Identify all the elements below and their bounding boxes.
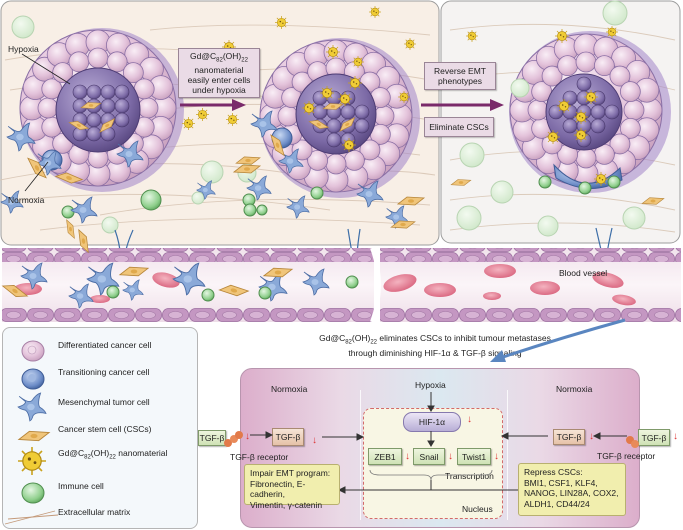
legend-label-immune: Immune cell <box>58 481 104 491</box>
normoxia-label: Normoxia <box>8 195 45 205</box>
zeb1-down-arrow: ↓ <box>405 451 410 462</box>
legend-label-csc: Cancer stem cell (CSCs) <box>58 424 152 434</box>
transitioning-cancer-cell-icon <box>21 368 45 390</box>
immune-cell-icon <box>21 482 45 504</box>
emt-line-3: Vimentin, γ-catenin <box>250 499 323 510</box>
csc-line-3: NANOG, LIN28A, COX2, <box>524 488 619 498</box>
hif-down-arrow: ↓ <box>467 414 472 425</box>
tgf-receptor-left-label: TGF-β receptor <box>230 452 289 462</box>
legend-label-differentiated: Differentiated cancer cell <box>58 340 152 350</box>
extracellular-matrix-icon <box>4 510 59 525</box>
tumor-spheroid-with-nanomaterial <box>250 38 420 198</box>
summary-line-2: through diminishing HIF-1α & TGF-β signa… <box>348 347 522 358</box>
tgf-receptor-left-down-arrow: ↓ <box>245 431 250 442</box>
tgf-outer-right-down-arrow: ↓ <box>673 431 678 442</box>
step-box-line-1: Gd@C82(OH)22 <box>190 50 248 64</box>
hypoxia-mech-label: Hypoxia <box>415 380 446 390</box>
impair-emt-box: Impair EMT program: Fibronectin, E-cadhe… <box>244 464 340 510</box>
reverse-emt-line-1: Reverse EMT <box>434 66 486 76</box>
csc-line-1: Repress CSCs: <box>524 467 583 477</box>
hypoxic-cell <box>604 104 620 120</box>
tgf-beta-inner-right: TGF-β <box>553 429 585 445</box>
differentiated-cancer-cell-icon <box>21 340 45 362</box>
transcription-label: Transcription <box>445 471 494 481</box>
tumor-cell <box>609 133 631 155</box>
illustration-canvas <box>0 0 681 323</box>
tumor-cell <box>106 51 128 73</box>
snail-down-arrow: ↓ <box>448 451 453 462</box>
step-box-line-2: nanomaterial <box>194 65 244 76</box>
tumor-cell <box>359 139 381 161</box>
legend-label-ecm: Extracellular matrix <box>58 507 131 517</box>
normoxia-pointer <box>24 161 49 192</box>
zeb1-box: ZEB1 <box>368 448 402 465</box>
tumor-cell <box>122 62 144 84</box>
csc-line-4: ALDH1, CD44/24 <box>524 498 590 509</box>
tgf-beta-outer-left: TGF-β <box>198 430 226 446</box>
twist1-box: Twist1 <box>457 448 491 465</box>
tgf-receptor-right-label: TGF-β receptor <box>597 451 656 461</box>
tgf-inner-left-down-arrow: ↓ <box>312 435 317 446</box>
tumor-spheroid-untreated <box>6 28 184 192</box>
tumor-spheroid-treated <box>509 29 671 195</box>
legend-label-transitioning: Transitioning cancer cell <box>58 367 150 377</box>
hypoxia-label: Hypoxia <box>8 44 39 54</box>
step-nanomaterial-entry-box: Gd@C82(OH)22 nanomaterial easily enter c… <box>178 48 260 98</box>
process-arrow-1 <box>180 99 246 111</box>
tumor-cell <box>619 117 641 139</box>
scattered-cells <box>0 0 665 240</box>
csc-line-2: BMI1, CSF1, KLF4, <box>524 477 598 488</box>
nucleus-label: Nucleus <box>462 504 493 514</box>
tgf-beta-inner-left: TGF-β <box>272 428 304 446</box>
summary-line-1: Gd@C82(OH)22 eliminates CSCs to inhibit … <box>319 333 551 346</box>
eliminate-cscs-text: Eliminate CSCs <box>429 122 489 132</box>
snail-box: Snail <box>413 448 445 465</box>
hypoxic-cell <box>590 118 606 134</box>
tgf-receptor-right-icon <box>626 436 639 448</box>
hypoxia-pointer <box>21 53 71 85</box>
hypoxic-cell <box>114 112 130 128</box>
tumor-cell <box>593 55 615 77</box>
normoxia-left-label: Normoxia <box>271 384 308 394</box>
legend-label-mesenchymal: Mesenchymal tumor cell <box>58 397 150 407</box>
hif-1a-box: HIF-1α <box>403 412 461 432</box>
tgf-receptor-left-icon <box>224 431 243 447</box>
step-box-line-3: easily enter cells <box>187 75 251 86</box>
tumor-cell <box>609 65 631 87</box>
emt-line-2: Fibronectin, E-cadherin, <box>250 478 306 500</box>
blood-vessel <box>1 228 681 323</box>
blood-vessel-label: Blood vessel <box>559 268 608 278</box>
legend-icons <box>4 340 59 525</box>
tumor-cell <box>52 62 74 84</box>
hypoxic-cell <box>354 118 370 134</box>
tumor-cell <box>541 65 563 87</box>
divider-right <box>507 390 508 520</box>
emt-line-1: Impair EMT program: <box>250 468 331 478</box>
step-eliminate-cscs-box: Eliminate CSCs <box>424 117 494 137</box>
step-reverse-emt-box: Reverse EMT phenotypes <box>424 62 496 90</box>
tumor-cell <box>307 149 329 171</box>
twist1-down-arrow: ↓ <box>494 451 499 462</box>
summary-arrow <box>490 318 626 362</box>
reverse-emt-line-2: phenotypes <box>438 76 482 86</box>
normoxia-right-label: Normoxia <box>556 384 593 394</box>
tumor-cell <box>619 81 641 103</box>
summary-text: Gd@C82(OH)22 eliminates CSCs to inhibit … <box>300 333 570 358</box>
tgf-inner-right-down-arrow: ↓ <box>589 431 594 442</box>
step-box-line-4: under hypoxia <box>192 85 246 96</box>
repress-cscs-box: Repress CSCs: BMI1, CSF1, KLF4, NANOG, L… <box>518 463 626 516</box>
divider-left <box>360 390 361 520</box>
tgf-beta-outer-right: TGF-β <box>638 429 670 446</box>
legend-label-nanomaterial: Gd@C82(OH)22 nanomaterial <box>58 448 168 461</box>
process-arrow-2 <box>421 99 504 111</box>
